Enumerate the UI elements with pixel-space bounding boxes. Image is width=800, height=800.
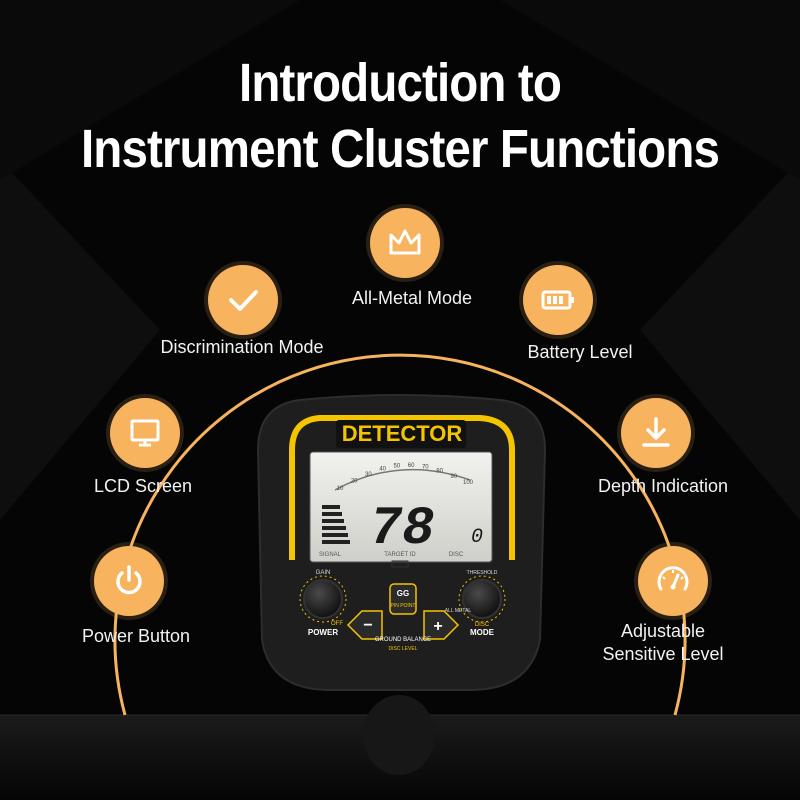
checkmark-icon [208, 265, 278, 335]
plus-label: + [433, 618, 442, 635]
threshold-knob[interactable] [462, 579, 502, 619]
brand-plate [336, 420, 466, 448]
plus-button[interactable] [423, 610, 460, 640]
gain-knob[interactable] [303, 579, 343, 619]
download-icon [621, 398, 691, 468]
lcd-scale-arc [334, 468, 471, 491]
adjustable-label-line-2: Sensitive Level [602, 644, 724, 664]
signal-bars [322, 505, 350, 544]
disc-knob-label: DISC [475, 622, 490, 628]
discrimination-mode-label: Discrimination Mode [160, 337, 324, 357]
minus-label: − [363, 617, 372, 634]
lcd-scale-label: 40 [379, 467, 386, 473]
monitor-icon [110, 398, 180, 468]
lcd-target-id-label: TARGET ID [384, 552, 416, 558]
crown-icon [370, 208, 440, 278]
lcd-disc-label: DISC [449, 552, 464, 558]
pinpoint-label: PIN POINT [390, 603, 415, 609]
power-knob-label: POWER [308, 628, 338, 637]
page-title-line-1: Introduction to [239, 53, 562, 113]
device-brand: DETECTOR [342, 421, 463, 446]
lcd-scale-label: 10 [337, 486, 344, 492]
battery-level-label: Battery Level [527, 342, 633, 362]
ground-balance-label: GROUND BALANCE [375, 637, 431, 643]
lcd-reading: 78 [370, 499, 435, 560]
gg-label: GG [397, 589, 409, 598]
page-title-line-2: Instrument Cluster Functions [80, 119, 720, 179]
lcd-scale-label: 90 [450, 474, 457, 480]
lcd-scale-label: 50 [394, 464, 401, 470]
yellow-frame [289, 415, 515, 560]
disc-level-label: DISC LEVEL [389, 646, 418, 652]
lcd-screen-label: LCD Screen [93, 476, 193, 496]
minus-button[interactable] [346, 610, 383, 640]
pinpoint-button[interactable] [389, 583, 417, 615]
lcd-scale-label: 60 [408, 463, 415, 469]
device-stem [363, 695, 435, 775]
lcd-screen [309, 451, 493, 563]
power-icon [94, 546, 164, 616]
lcd-scale-label: 100 [463, 480, 474, 486]
all-metal-knob-label: ALL METAL [445, 608, 472, 614]
lcd-signal-label: SIGNAL [319, 552, 342, 558]
gain-label: GAIN [316, 570, 331, 576]
lcd-scale-label: 30 [365, 472, 372, 478]
lcd-scale-label: 70 [422, 465, 429, 471]
lcd-scale-label: 80 [436, 469, 443, 475]
threshold-label: THRESHOLD [467, 570, 498, 576]
depth-indication-label: Depth Indication [597, 476, 729, 496]
all-metal-mode-label: All-Metal Mode [351, 288, 473, 308]
battery-icon [523, 265, 593, 335]
lcd-battery-icon [391, 560, 409, 568]
lcd-depth: 0 [471, 526, 483, 549]
adjustable-label-line-1: Adjustable [620, 621, 706, 641]
lcd-scale-labels: 10 20 30 40 50 60 70 80 90 100 [337, 463, 474, 492]
off-label: OFF [331, 621, 343, 627]
lcd-scale-label: 20 [351, 479, 358, 485]
gauge-icon [638, 546, 708, 616]
mode-label: MODE [470, 628, 495, 637]
power-button-label: Power Button [81, 626, 191, 646]
